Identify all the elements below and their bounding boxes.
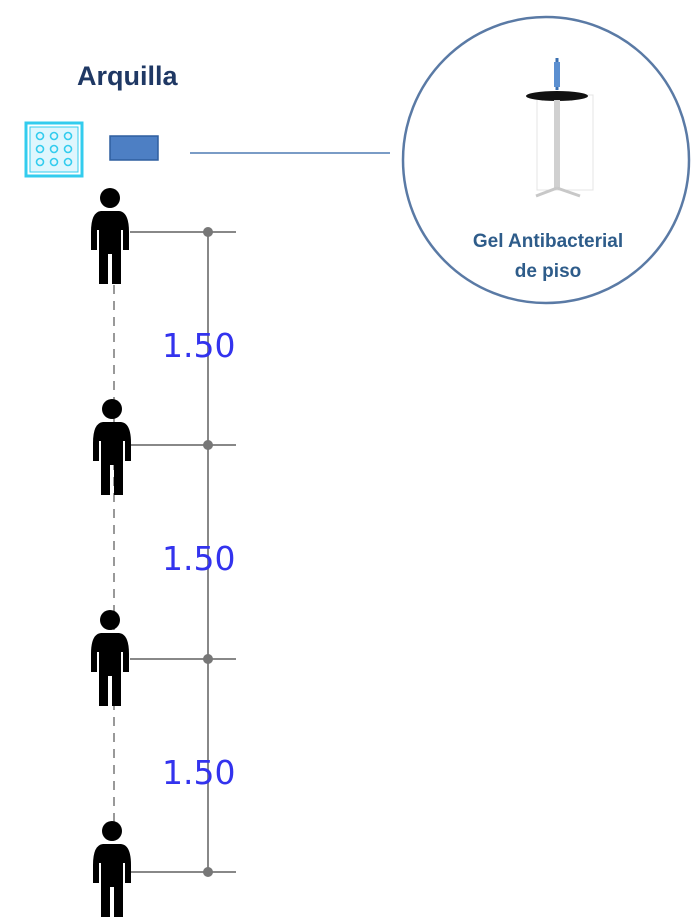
- gel-label-line1: Gel Antibacterial: [473, 231, 623, 252]
- dimension-label-2: 1.50: [162, 539, 235, 578]
- grid-device-icon: [24, 121, 84, 178]
- gel-station-callout: Gel Antibacterial de piso: [401, 15, 691, 305]
- blue-rectangle-icon: [109, 135, 159, 161]
- dimension-ticks: [130, 231, 236, 873]
- dimension-dot: [203, 867, 213, 877]
- gel-label-line2: de piso: [515, 261, 582, 282]
- person-icon: [93, 399, 131, 495]
- person-icon: [91, 188, 129, 284]
- gel-stand-icon: [526, 58, 594, 198]
- callout-circle: [401, 15, 691, 305]
- dimension-label-1: 1.50: [162, 326, 235, 365]
- dimension-dot: [203, 654, 213, 664]
- diagram-title: Arquilla: [77, 61, 178, 91]
- dimension-dot: [203, 440, 213, 450]
- dimension-label-3: 1.50: [162, 753, 235, 792]
- person-icon: [91, 610, 129, 706]
- dimension-dot: [203, 227, 213, 237]
- person-icon: [93, 821, 131, 917]
